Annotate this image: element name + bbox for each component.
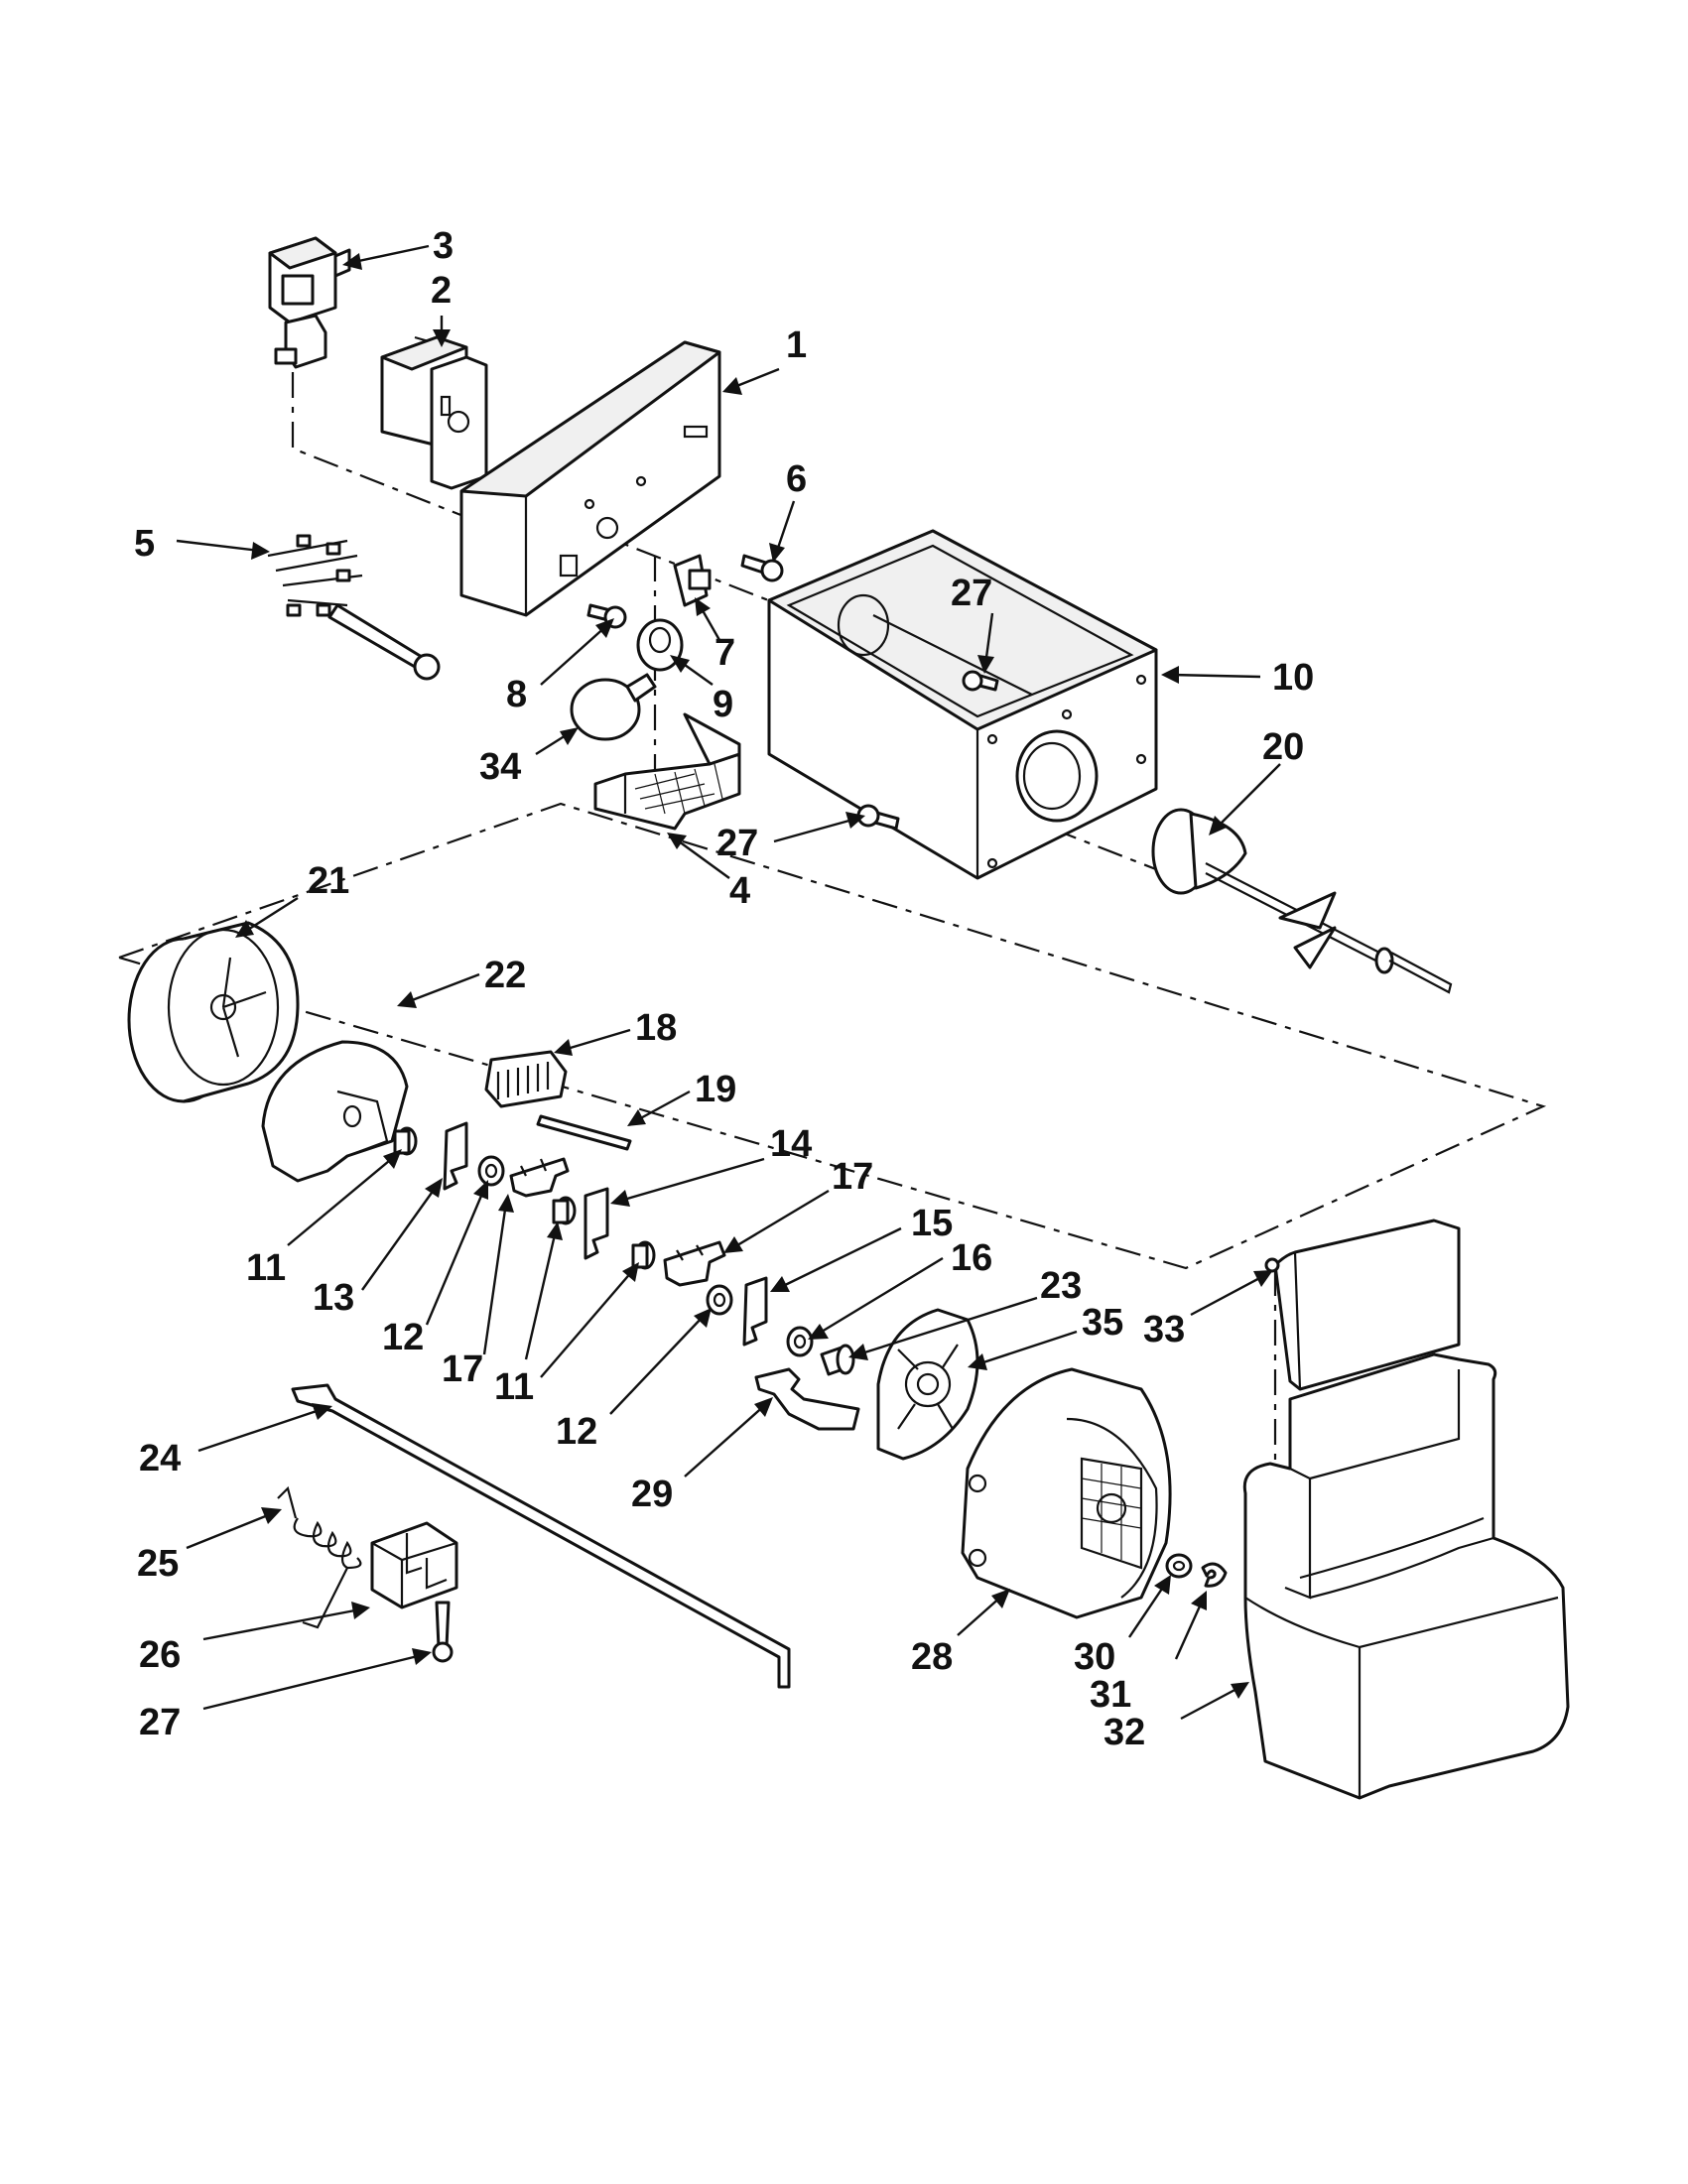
part-26-bracket	[370, 1521, 458, 1609]
callout-30: 30	[1074, 1636, 1115, 1678]
callout-6: 6	[786, 458, 807, 500]
part-28-gear-motor	[961, 1367, 1172, 1619]
part-25-spring	[277, 1485, 362, 1629]
callout-32: 32	[1104, 1712, 1145, 1753]
part-6-screw	[740, 554, 784, 582]
callout-17b: 17	[832, 1156, 873, 1198]
part-11-spacer-c	[631, 1240, 656, 1270]
callout-21: 21	[308, 860, 349, 902]
callout-11a: 11	[246, 1247, 286, 1289]
callout-26: 26	[139, 1634, 181, 1676]
callout-22: 22	[484, 955, 526, 996]
callout-34: 34	[479, 746, 521, 788]
part-4-lamp-cover	[593, 712, 741, 831]
callout-labels: 3 2 1 5 6 7 8 9 34 10 27 27 4 20 21 22 1…	[134, 225, 1314, 1753]
part-32-dispenser-front	[1242, 1352, 1570, 1800]
callout-19: 19	[695, 1069, 736, 1110]
part-17-blade-b	[663, 1240, 726, 1287]
callout-11b: 11	[494, 1366, 534, 1408]
part-22-shield	[261, 1040, 409, 1183]
part-23-coupler	[820, 1344, 855, 1376]
part-27-screw-upper	[962, 670, 999, 692]
callout-1: 1	[786, 324, 807, 366]
leader-lines	[176, 244, 1281, 1721]
part-19-pin	[536, 1114, 632, 1151]
part-7-clip	[673, 554, 712, 607]
callout-8: 8	[506, 674, 527, 715]
part-20-auger	[1151, 808, 1453, 994]
part-34-light-bulb	[570, 673, 657, 741]
callout-16: 16	[951, 1237, 992, 1279]
part-12-washer-a	[477, 1155, 505, 1187]
part-18-guide-block	[484, 1050, 568, 1108]
part-27-screw-lower	[856, 804, 900, 831]
part-11-spacer-a	[393, 1126, 418, 1156]
part-13-blade	[443, 1121, 468, 1191]
callout-27-upper: 27	[951, 573, 992, 614]
callout-23: 23	[1040, 1265, 1082, 1307]
callout-12a: 12	[382, 1317, 424, 1358]
callout-28: 28	[911, 1636, 953, 1678]
part-1-housing-bracket	[459, 340, 721, 617]
callout-3: 3	[433, 225, 454, 267]
callout-4: 4	[729, 870, 750, 912]
part-15-blade	[742, 1276, 768, 1347]
part-2-auger-motor	[380, 335, 488, 490]
part-16-washer	[786, 1326, 814, 1357]
callout-5: 5	[134, 523, 155, 565]
part-33-dispenser-door	[1264, 1219, 1461, 1391]
callout-18: 18	[635, 1007, 677, 1049]
part-24-actuator-rod	[291, 1383, 791, 1689]
callout-35: 35	[1082, 1302, 1123, 1344]
part-12-washer-b	[706, 1284, 733, 1316]
callout-27-lower: 27	[716, 823, 758, 864]
part-30-washer	[1165, 1553, 1193, 1579]
callout-15: 15	[911, 1203, 953, 1244]
part-11-spacer-b	[552, 1196, 577, 1225]
callout-12b: 12	[556, 1411, 597, 1453]
callout-27-bottom: 27	[139, 1702, 181, 1743]
callout-33: 33	[1143, 1309, 1185, 1350]
part-31-e-clip	[1201, 1562, 1228, 1588]
part-14-blade	[584, 1187, 609, 1260]
part-27-screw-bottom	[432, 1601, 454, 1663]
callout-9: 9	[713, 684, 733, 725]
part-17-blade-a	[509, 1157, 570, 1198]
callout-20: 20	[1262, 726, 1304, 768]
part-9-lamp-socket	[636, 618, 684, 672]
part-10-ice-container	[767, 529, 1158, 880]
part-5-wiring-harness	[267, 534, 441, 681]
callout-29: 29	[631, 1474, 673, 1515]
callout-13: 13	[313, 1277, 354, 1319]
callout-17a: 17	[442, 1349, 483, 1390]
callout-14: 14	[770, 1123, 812, 1165]
callout-24: 24	[139, 1438, 181, 1479]
callout-7: 7	[714, 632, 735, 674]
part-29-deflector	[754, 1367, 860, 1431]
callout-25: 25	[137, 1543, 179, 1585]
callout-2: 2	[431, 270, 452, 312]
callout-31: 31	[1090, 1674, 1131, 1716]
callout-10: 10	[1272, 657, 1314, 699]
part-21-front-housing	[127, 921, 300, 1103]
part-35-gear-plate	[876, 1308, 979, 1461]
part-3-solenoid-valve	[268, 236, 351, 369]
